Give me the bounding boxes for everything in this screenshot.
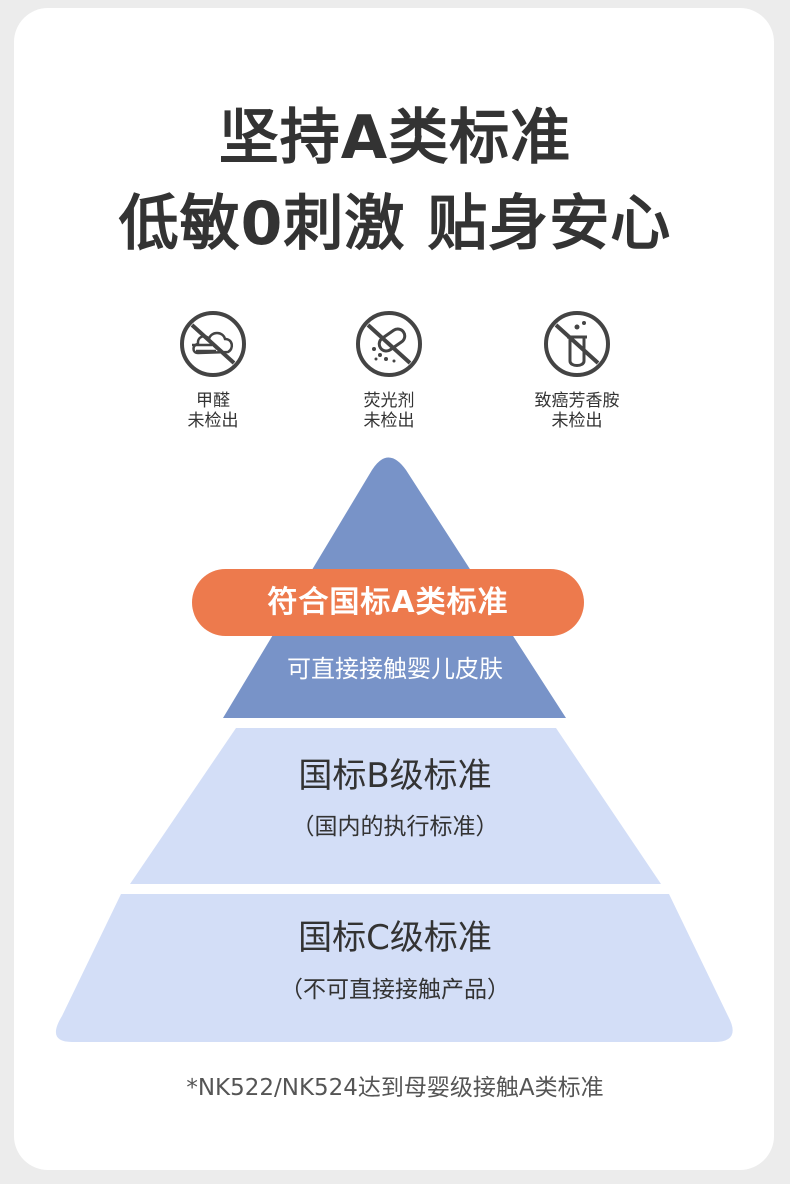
grade-a-subtitle: 可直接接触婴儿皮肤	[287, 655, 503, 683]
pyramid-tier-bottom	[55, 894, 733, 1042]
headline-line-2: 低敏0刺激 贴身安心	[118, 189, 672, 259]
icon-label-line-1: 致癌芳香胺	[534, 391, 620, 411]
headline-line-1: 坚持A类标准	[218, 103, 572, 173]
grade-c-title: 国标C级标准	[298, 918, 492, 958]
grade-b-subtitle: （国内的执行标准）	[291, 814, 499, 840]
pyramid-tier-middle	[130, 728, 661, 884]
grade-c-subtitle: （不可直接接触产品）	[280, 977, 510, 1003]
no-aromatic-amine-icon	[542, 309, 612, 379]
grade-a-badge: 符合国标A类标准	[192, 569, 584, 636]
icon-label-line-2: 未检出	[363, 411, 415, 431]
icon-label-line-2: 未检出	[187, 411, 239, 431]
icon-label-line-1: 荧光剂	[363, 391, 415, 411]
icon-label-line-1: 甲醛	[196, 391, 230, 411]
icon-label-aromatic-amine: 致癌芳香胺 未检出	[477, 391, 677, 431]
no-formaldehyde-icon	[178, 309, 248, 379]
icon-label-line-2: 未检出	[551, 411, 603, 431]
icon-label-fluorescent: 荧光剂 未检出	[289, 391, 489, 431]
icon-label-formaldehyde: 甲醛 未检出	[113, 391, 313, 431]
no-fluorescent-agent-icon	[354, 309, 424, 379]
footnote: *NK522/NK524达到母婴级接触A类标准	[186, 1075, 604, 1101]
grade-b-title: 国标B级标准	[298, 756, 492, 796]
